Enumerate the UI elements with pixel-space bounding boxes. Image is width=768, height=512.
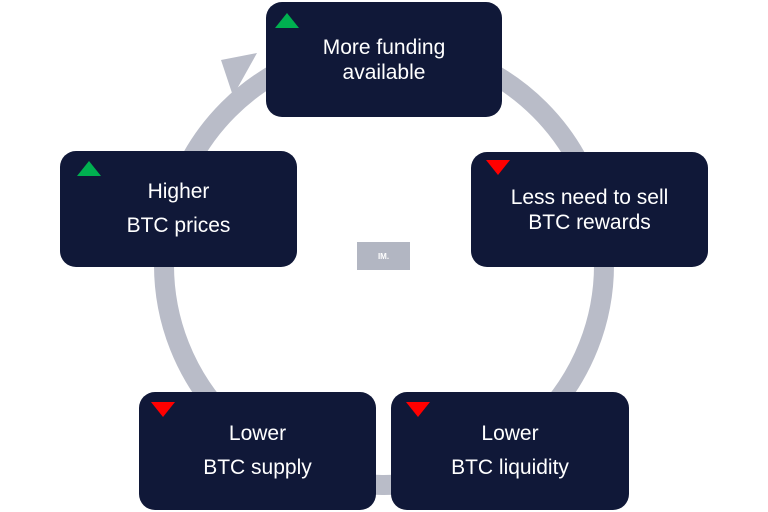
node-text-line-1: Higher [147,180,210,203]
down-arrow-icon [406,402,430,417]
up-arrow-icon [77,161,101,176]
node-more-funding: More funding available [266,2,502,117]
node-text-line-2: BTC rewards [528,210,651,234]
node-higher-prices: Higher BTC prices [60,151,297,267]
node-text-line-1: More funding [322,35,446,59]
down-arrow-icon [151,402,175,417]
node-text-line-2: available [342,60,426,84]
up-arrow-icon [275,13,299,28]
node-text-line-2: BTC liquidity [451,456,569,479]
node-text-line-2: BTC prices [126,214,231,237]
node-lower-liquidity: Lower BTC liquidity [391,392,629,510]
node-text-line-1: Less need to sell [510,185,669,209]
node-lower-supply: Lower BTC supply [139,392,376,510]
down-arrow-icon [486,160,510,175]
cycle-arrowhead [221,53,257,96]
node-text-line-1: Lower [481,422,539,445]
node-less-need-to-sell: Less need to sell BTC rewards [471,152,708,267]
center-logo: IM. [357,242,410,270]
node-text-line-2: BTC supply [203,456,312,479]
node-text-line-1: Lower [228,422,287,445]
logo-text: IM. [377,251,390,261]
